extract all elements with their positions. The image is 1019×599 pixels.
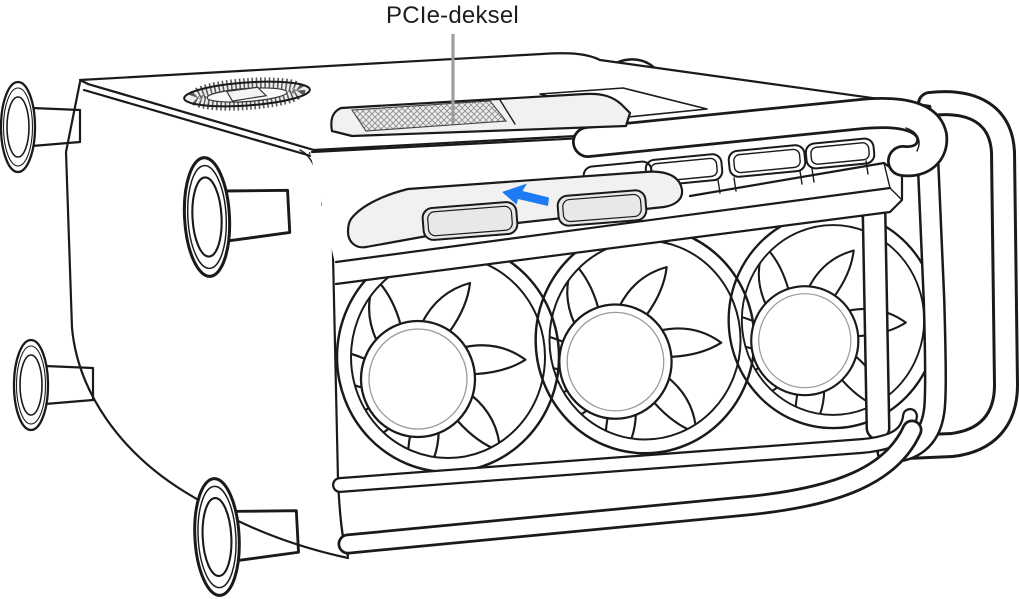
pcie-cover-seam [499,99,516,125]
bottom-rail-lower [337,419,923,555]
bottom-panel [64,80,350,560]
fan-middle [512,227,754,469]
pcie-cover-slot-left [421,201,519,241]
slide-arrow [502,183,549,206]
edge-chamfer-outer [82,88,313,158]
handle-tube [572,97,949,178]
frame-post [861,197,891,441]
pcie-cover [330,92,684,249]
callout-label: PCIe-deksel [386,2,519,29]
frame-rear-leg [893,90,1019,460]
handle-curl-line [905,127,920,152]
pcie-cover-slot-right [556,189,648,227]
top-vent [183,77,311,111]
pcie-cover-grille [351,100,508,132]
